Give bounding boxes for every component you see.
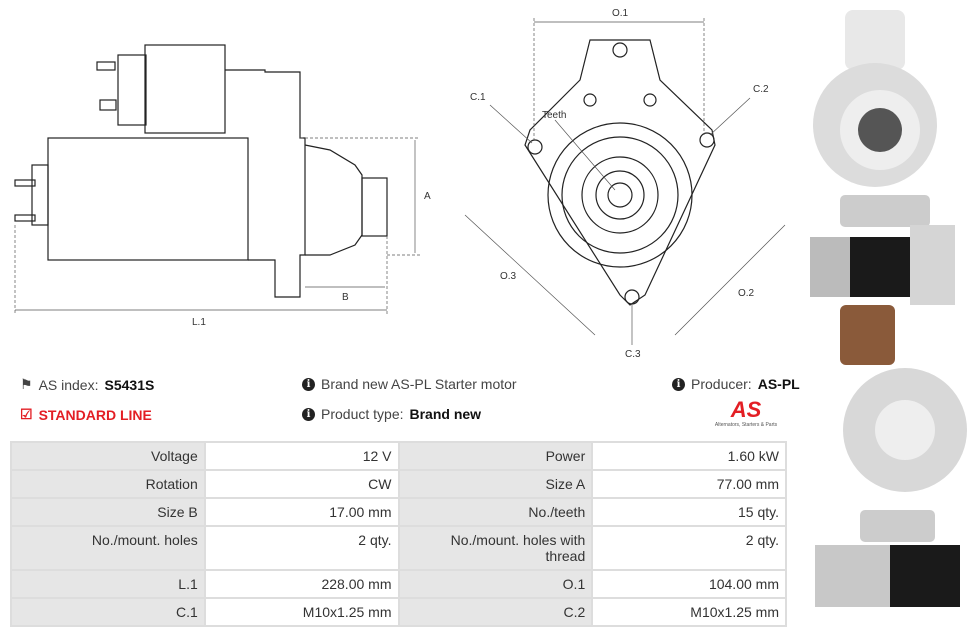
spec-value: M10x1.25 mm xyxy=(591,597,787,627)
label-b: B xyxy=(342,292,349,303)
info-icon: i xyxy=(302,377,315,391)
logo-tagline: Alternators, Starters & Parts xyxy=(714,422,778,428)
label-c1: C.1 xyxy=(470,92,486,103)
product-photos xyxy=(810,10,967,607)
spec-label: O.1 xyxy=(397,569,594,599)
description: i Brand new AS-PL Starter motor xyxy=(302,376,517,392)
as-logo: AS Alternators, Starters & Parts xyxy=(700,397,792,429)
side-view-drawing: A B L.1 xyxy=(14,44,431,328)
as-index-label: AS index: xyxy=(38,376,99,393)
label-c2: C.2 xyxy=(753,84,769,95)
label-o2: O.2 xyxy=(738,288,755,299)
spec-label: No./mount. holes with thread xyxy=(397,525,594,571)
product-type: i Product type: Brand new xyxy=(302,406,481,422)
spec-label: L.1 xyxy=(10,569,206,599)
spec-value: CW xyxy=(203,469,400,499)
spec-value: 2 qty. xyxy=(591,525,787,571)
standard-line-badge: ☑ STANDARD LINE xyxy=(20,406,152,423)
spec-value: 17.00 mm xyxy=(203,497,400,527)
spec-value: 15 qty. xyxy=(591,497,787,527)
checkbox-icon: ☑ xyxy=(20,406,33,422)
spec-label: C.2 xyxy=(397,597,594,627)
front-view-drawing: O.1 O.2 O.3 C.1 C.2 C.3 Teeth xyxy=(464,8,786,360)
photo-angle xyxy=(815,510,960,607)
spec-label: Rotation xyxy=(10,469,206,499)
spec-label: Power xyxy=(397,441,594,471)
spec-label: Voltage xyxy=(10,441,206,471)
tags-icon: ⚑ xyxy=(20,376,33,392)
as-index-value: S5431S xyxy=(104,376,155,393)
label-o1: O.1 xyxy=(612,8,629,19)
spec-value: 228.00 mm xyxy=(203,569,400,599)
info-icon: i xyxy=(302,407,315,421)
spec-label: No./teeth xyxy=(397,497,594,527)
producer: i Producer: AS-PL xyxy=(672,376,800,392)
photo-rear xyxy=(840,305,967,492)
label-l1: L.1 xyxy=(192,317,206,328)
label-c3: C.3 xyxy=(625,349,641,360)
label-o3: O.3 xyxy=(500,271,517,282)
description-text: Brand new AS-PL Starter motor xyxy=(321,376,517,392)
spec-label: No./mount. holes xyxy=(10,525,206,571)
spec-value: 104.00 mm xyxy=(591,569,787,599)
standard-line-label: STANDARD LINE xyxy=(38,406,152,423)
spec-label: C.1 xyxy=(10,597,206,627)
product-type-label: Product type: xyxy=(321,406,404,422)
label-a: A xyxy=(424,191,431,202)
spec-value: 2 qty. xyxy=(203,525,400,571)
label-teeth: Teeth xyxy=(542,110,566,121)
as-index: ⚑ AS index: S5431S xyxy=(20,376,154,393)
product-type-value: Brand new xyxy=(409,406,482,422)
photo-side xyxy=(810,195,955,305)
info-icon: i xyxy=(672,377,685,391)
logo-text: AS xyxy=(730,397,762,422)
spec-label: Size B xyxy=(10,497,206,527)
spec-value: 1.60 kW xyxy=(591,441,787,471)
spec-label: Size A xyxy=(397,469,594,499)
spec-value: 77.00 mm xyxy=(591,469,787,499)
photo-front xyxy=(813,10,937,187)
spec-value: 12 V xyxy=(203,441,400,471)
producer-value: AS-PL xyxy=(757,376,800,392)
producer-label: Producer: xyxy=(691,376,752,392)
spec-value: M10x1.25 mm xyxy=(203,597,400,627)
